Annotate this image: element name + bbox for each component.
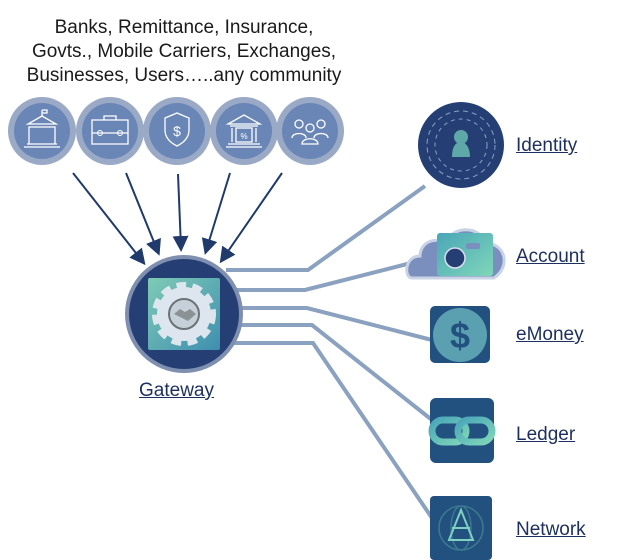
svg-text:$: $ bbox=[173, 123, 181, 139]
bank-percent-icon: % bbox=[210, 97, 278, 165]
emoney-link[interactable]: eMoney bbox=[516, 324, 584, 345]
arrow bbox=[125, 172, 161, 256]
arrows bbox=[72, 172, 283, 266]
arrow bbox=[172, 173, 189, 252]
connector-emoney bbox=[236, 306, 433, 342]
account-link[interactable]: Account bbox=[516, 246, 585, 267]
dollar-coin-icon[interactable]: $ bbox=[430, 306, 490, 363]
identity-fingerprint-icon[interactable] bbox=[418, 102, 504, 188]
arrow bbox=[72, 172, 146, 266]
connector-ledger bbox=[232, 323, 434, 422]
cloud-wallet-icon[interactable] bbox=[405, 228, 506, 280]
header-line-3: Businesses, Users…..any community bbox=[26, 65, 342, 86]
chain-link-icon[interactable] bbox=[428, 398, 496, 463]
community-icons: $ % bbox=[8, 97, 344, 165]
users-group-icon bbox=[276, 97, 344, 165]
arrow bbox=[219, 172, 283, 264]
network-link[interactable]: Network bbox=[516, 519, 586, 540]
connector-account bbox=[230, 260, 416, 292]
shield-dollar-icon: $ bbox=[143, 97, 211, 165]
header-line-2: Govts., Mobile Carriers, Exchanges, bbox=[31, 41, 337, 62]
connector-network bbox=[228, 341, 434, 520]
gear-handshake-icon[interactable] bbox=[125, 255, 243, 373]
arrow bbox=[201, 172, 231, 255]
identity-link[interactable]: Identity bbox=[516, 135, 578, 156]
ledger-link[interactable]: Ledger bbox=[516, 424, 576, 445]
svg-text:$: $ bbox=[450, 315, 470, 356]
globe-network-icon[interactable] bbox=[430, 496, 492, 560]
connector-identity bbox=[226, 184, 427, 272]
gateway-link[interactable]: Gateway bbox=[139, 380, 214, 401]
government-building-icon bbox=[8, 97, 76, 165]
header-line-1: Banks, Remittance, Insurance, bbox=[54, 17, 314, 38]
svg-text:%: % bbox=[240, 132, 247, 141]
briefcase-icon bbox=[76, 97, 144, 165]
connectors bbox=[226, 184, 434, 520]
